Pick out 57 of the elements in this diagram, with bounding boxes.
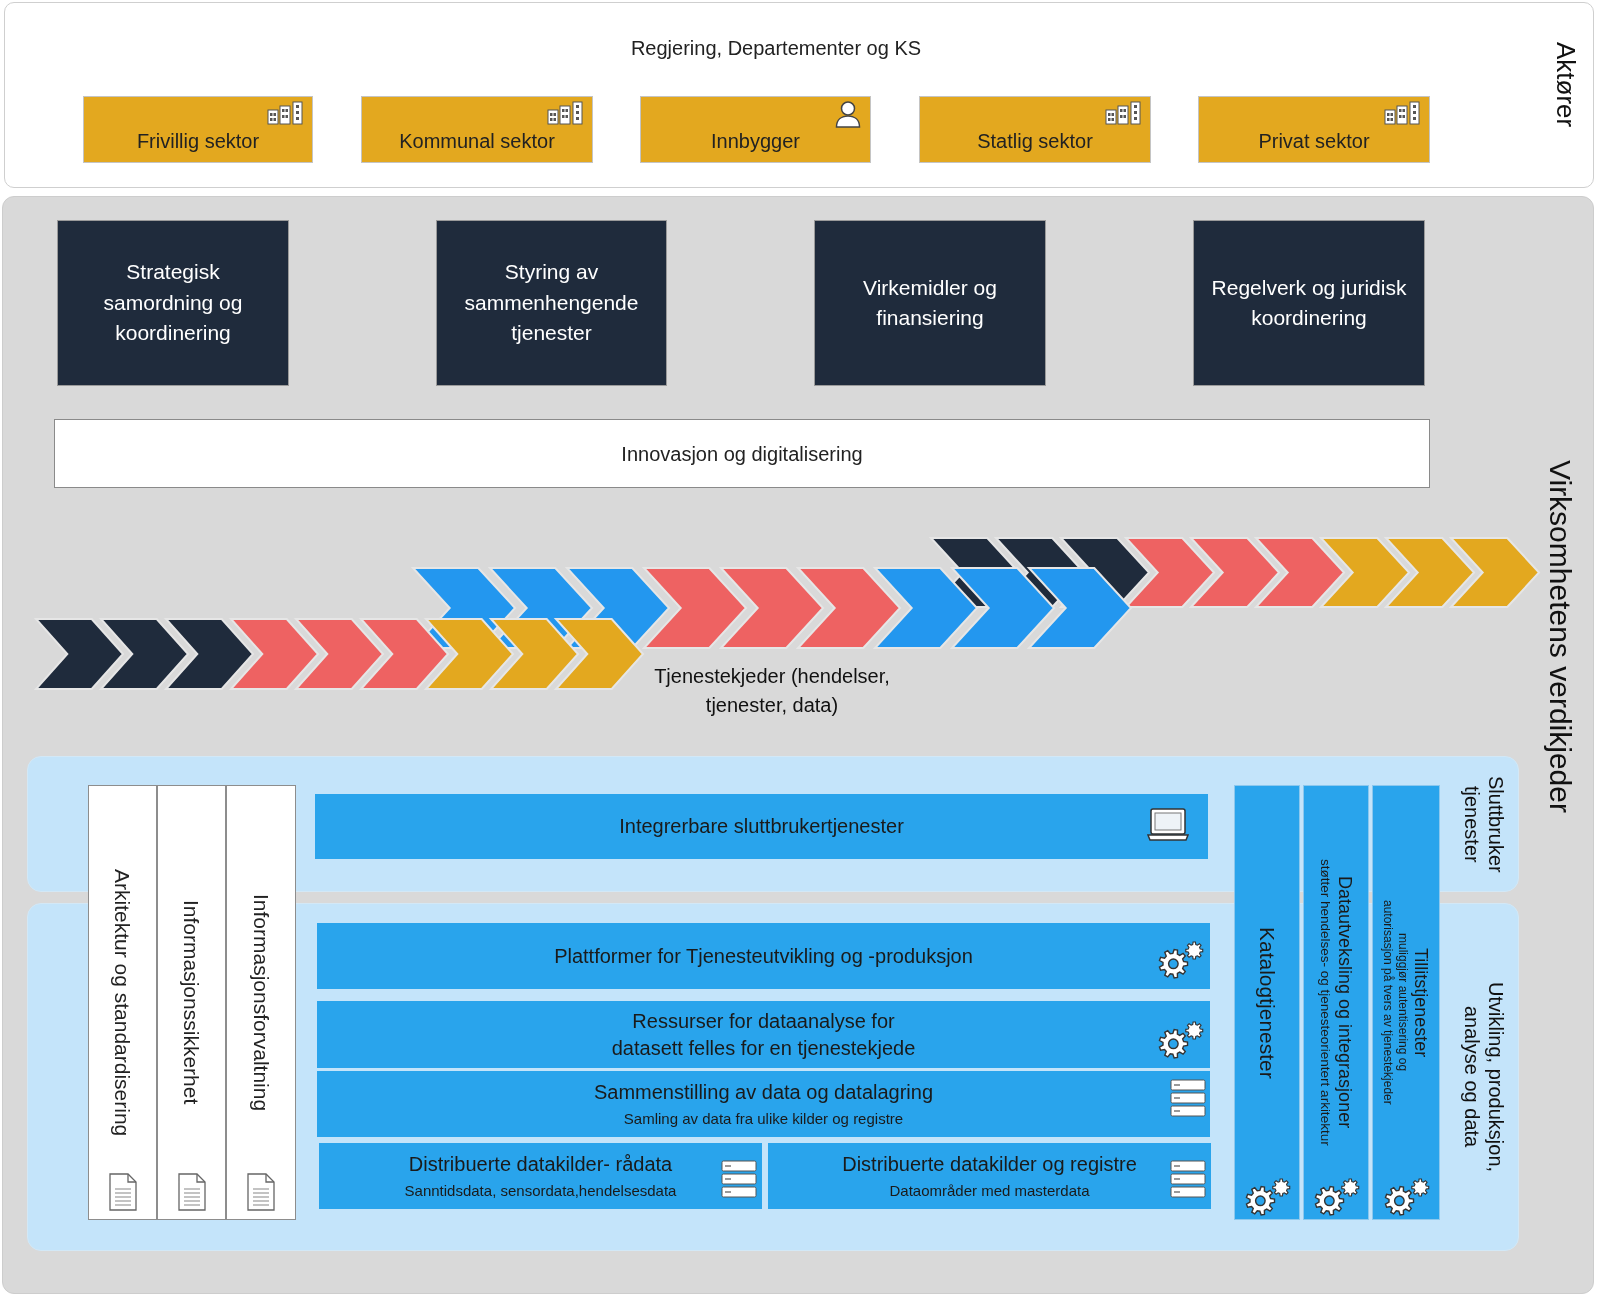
sector-box [640,96,871,163]
service-layer-bar [315,794,1208,859]
shared-service-column [1234,785,1300,1220]
column-label: Informasjonssikkerhet [179,900,205,1105]
panel-label: Aktører [1550,42,1581,128]
actors-panel [4,2,1594,188]
governance-box [1193,220,1425,386]
governance-box [436,220,667,386]
governance-box [814,220,1046,386]
box-label: Sammenstilling av data og datalagring [593,1080,934,1106]
box-label: Virkemidler og finansiering [862,274,998,331]
box-label: Distribuerte datakilder- rådata [408,1152,673,1178]
band-label: Sluttbruker tjenester [1460,774,1508,875]
box-subtitle: Samling av data fra ulike kilder og registre [623,1109,904,1129]
box-label: Strategisk samordning og koordinering [102,259,244,347]
sector-box [1198,96,1430,163]
shared-service-column [1372,785,1440,1220]
column-label: Katalogtjenester [1254,926,1280,1079]
chain-caption: Tjenestekjeder (hendelser, tjenester, data) [653,664,891,718]
box-subtitle: Dataområder med masterdata [889,1181,1090,1201]
box-label: Innovasjon og digitalisering [621,441,863,466]
box-label: Distribuerte datakilder og registre [842,1152,1137,1178]
column-label: Arkitektur og standardisering [110,868,136,1137]
box-label: Privat sektor [1258,128,1370,153]
service-layer-bar [319,1143,762,1209]
column-label: Informasjonsforvaltning [248,893,274,1112]
box-label: Integrerbare sluttbrukertjenester [619,814,904,839]
sector-box [83,96,313,163]
box-subtitle: Sanntidsdata, sensordata,hendelsesdata [404,1181,677,1201]
governance-box [57,220,289,386]
value-chain-panel [2,196,1594,1294]
service-layer-bar [317,1001,1210,1068]
service-layer-bar [317,1071,1210,1137]
sector-box [919,96,1151,163]
column-label: Datautveksling og integrasjoner [1333,876,1355,1129]
box-label: Styring av sammenhengende tjenester [463,259,640,347]
innovation-bar [54,419,1430,488]
capability-column [88,785,157,1220]
box-label: Kommunal sektor [399,128,555,153]
sector-box [361,96,593,163]
panel-label: Virksomhetens verdikjeder [1543,460,1578,813]
box-label: Regelverk og juridisk koordinering [1210,274,1408,331]
panel-heading: Regjering, Departementer og KS [630,36,922,60]
band-label: Utvikling, produksjon, analyse og data [1460,980,1508,1175]
column-subtitle: muliggjør autentisering og autorisasjon på tvers av tjenestekjeder [1380,899,1410,1107]
box-label: Plattformer for Tjenesteutvikling og -produksjon [554,943,973,969]
box-label: Statlig sektor [977,128,1093,153]
box-label: Frivillig sektor [136,128,260,153]
capability-column [157,785,226,1220]
column-label: Tillitstjenester [1410,947,1432,1058]
service-layer-bar [317,923,1210,989]
shared-service-column [1303,785,1369,1220]
column-subtitle: støtter hendelses- og tjenesteorientert arkitektur [1317,859,1334,1146]
service-layer-bar [768,1143,1211,1209]
box-label: Ressurser for dataanalyse for datasett felles for en tjenestekjede [610,1008,917,1061]
capability-column [226,785,296,1220]
box-label: Innbygger [711,128,800,153]
